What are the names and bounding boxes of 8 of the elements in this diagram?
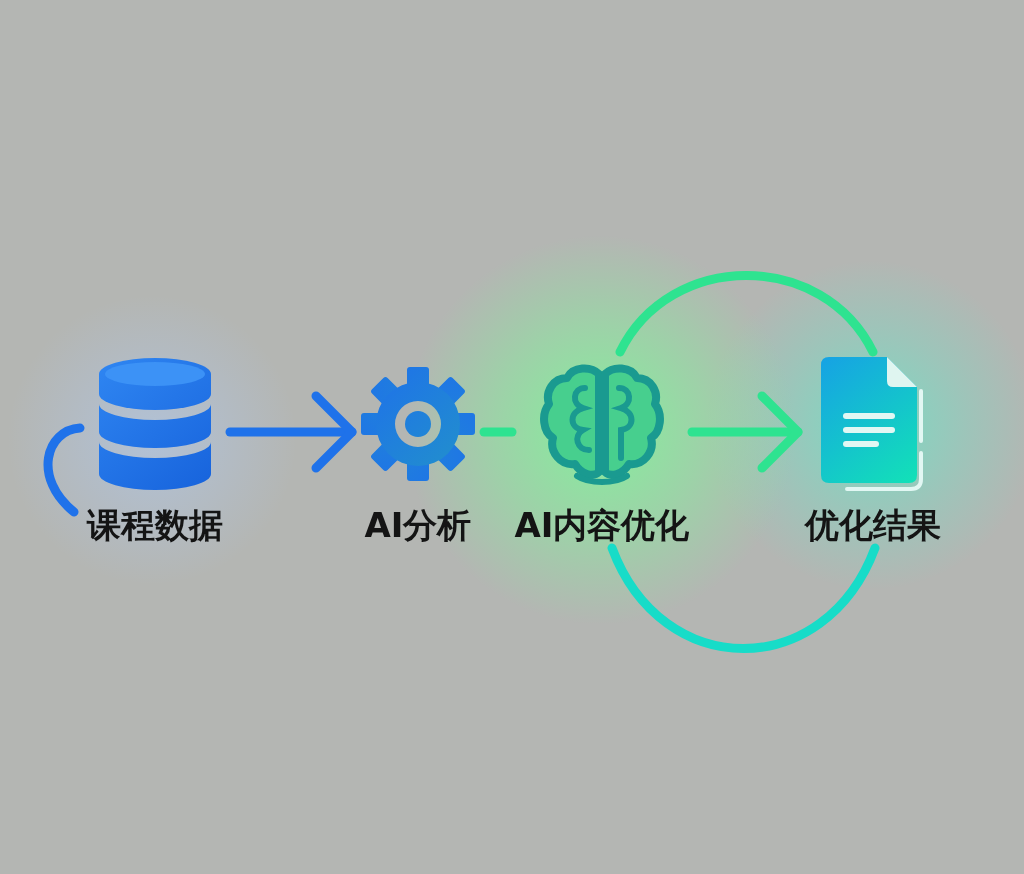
- line: [479, 427, 517, 437]
- step-label: 课程数据: [87, 505, 223, 545]
- step-label: 优化结果: [805, 505, 941, 545]
- curved-line: [607, 543, 880, 653]
- arrow: [225, 391, 357, 473]
- arrow: [687, 391, 803, 473]
- step-label: AI内容优化: [514, 505, 690, 545]
- step-label: AI分析: [364, 505, 472, 545]
